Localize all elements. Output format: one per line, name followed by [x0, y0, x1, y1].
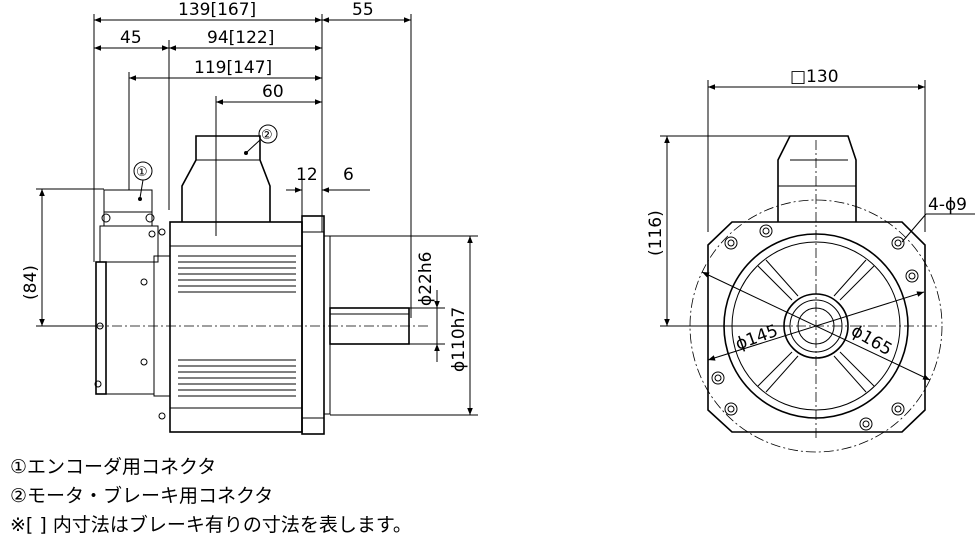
- dim-brake-connector: 119[147]: [194, 58, 272, 78]
- dim-shaft-step: 6: [343, 165, 354, 185]
- callout-encoder: ①: [136, 165, 148, 180]
- dim-height: (116): [646, 210, 666, 256]
- note-brake-connector: ②モータ・ブレーキ用コネクタ: [10, 485, 274, 507]
- note-encoder-connector: ①エンコーダ用コネクタ: [10, 456, 217, 478]
- dim-shaft-diameter: ϕ22h6: [416, 252, 436, 306]
- dim-diameter-165: ϕ165: [848, 321, 896, 360]
- dim-encoder-connector: 45: [120, 28, 142, 48]
- side-view: 139[167] 55 45 94[122] 119[147] 60 12 6 …: [21, 0, 478, 435]
- dim-shaft-length: 55: [352, 0, 374, 20]
- callout-brake: ②: [261, 128, 273, 143]
- dim-overall: 139[167]: [178, 0, 256, 20]
- dim-mounting-holes: 4-ϕ9: [928, 195, 967, 215]
- dim-body: 94[122]: [207, 28, 274, 48]
- dim-flange-thickness: 12: [296, 165, 318, 185]
- note-bracket-dimensions: ※[ ] 内寸法はブレーキ有りの寸法を表します。: [10, 514, 412, 536]
- dim-encoder-height: (84): [21, 265, 41, 300]
- dim-flange-square: □130: [790, 67, 839, 87]
- dim-connector-2: 60: [262, 82, 284, 102]
- dim-pilot-diameter: ϕ110h7: [449, 307, 469, 372]
- front-view: □130 (116): [646, 67, 975, 453]
